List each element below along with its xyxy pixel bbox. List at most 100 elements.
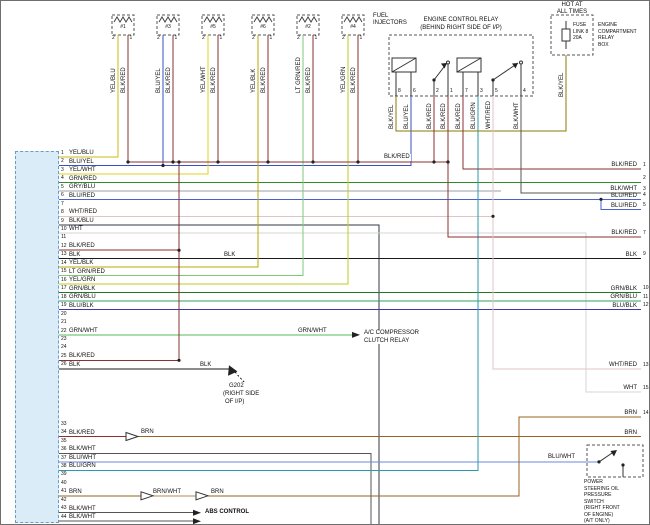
ecm-connector-block (15, 151, 59, 523)
ac-relay-note: A/C COMPRESSOR (363, 330, 421, 337)
fuse-wire-label: BLK/YEL (558, 72, 565, 97)
connector-pin-number: 6 (61, 192, 64, 199)
wire-label: BRN/WHT (153, 488, 181, 495)
connector-pin-number: 36 (61, 446, 67, 453)
connector-pin-number: 14 (643, 409, 649, 416)
connector-pin-number: 35 (61, 437, 67, 444)
wire-label: YEL/WHT (200, 66, 207, 93)
wire-label: BLK/WHT (513, 102, 520, 129)
connector-pin-number: 16 (61, 276, 67, 283)
wire-label: BLU/WHT (547, 453, 576, 460)
wire-label: BRN (624, 410, 637, 417)
connector-pin-number: 13 (643, 361, 649, 368)
wire-label: BLU/YEL (69, 158, 94, 165)
connector-pin-number: 38 (61, 463, 67, 469)
connector-pin-number: 4 (61, 175, 64, 182)
injector-id: #1 (120, 23, 126, 30)
wire-label: WHT/RED (609, 362, 637, 369)
connector-pin-number: 20 (61, 310, 67, 317)
ps-switch-note: (RIGHT FRONT (584, 505, 620, 511)
fuse-label: FUSE (573, 22, 587, 28)
connector-pin-number: 3 (61, 166, 64, 173)
ps-switch-note: PRESSURE (584, 492, 612, 498)
connector-pin-number: 11 (61, 234, 67, 241)
connector-pin-number: 4 (643, 192, 646, 199)
wire-label: YEL/BLU (69, 150, 94, 157)
wire-label: LT GRN/RED (69, 268, 105, 275)
wire-label: BLU/GRN (69, 463, 96, 470)
wire-label: BLU/GRN (470, 102, 477, 129)
wire-label: BLK/WHT (69, 514, 96, 521)
hot-label: ALL TIMES (556, 8, 588, 15)
connector-pin-number: 41 (61, 488, 67, 495)
wire-label: YEL/GRN (69, 277, 96, 284)
fuse-label: 20A (573, 35, 582, 41)
injector-pin-number: 2 (157, 35, 160, 41)
wire-label: BLK (625, 251, 637, 258)
wire-label: BLK/WHT (69, 446, 96, 453)
injector-pin-number: 2 (342, 35, 345, 41)
wire-label: BLK (223, 251, 237, 259)
ac-relay-note: CLUTCH RELAY (363, 337, 411, 344)
wire-label: BLK/RED (69, 353, 95, 360)
wire-label: GRN/BLU (69, 294, 96, 301)
wire-label: BLK (69, 251, 81, 258)
connector-pin-number: 18 (61, 293, 67, 300)
wire-label: BLU/WHT (69, 454, 96, 461)
connector-pin-number: 19 (61, 302, 67, 309)
wire-label: BLK/RED (305, 67, 312, 93)
wire-label: GRN/BLK (610, 285, 637, 292)
wire-label: BLK/RED (611, 230, 637, 237)
relay-box-label: RELAY (598, 35, 615, 41)
relay-pin-number: 5 (495, 87, 498, 94)
wire-label: BLK/YEL (388, 104, 395, 129)
connector-pin-number: 25 (61, 352, 67, 359)
wire-label: BLK/RED (165, 67, 172, 93)
wire-label: YEL/WHT (69, 167, 96, 174)
connector-pin-number: 23 (61, 336, 67, 343)
wire-label: YEL/BLK (69, 260, 94, 267)
wire-label: BLK/RED (260, 67, 267, 93)
injector-pin-number: 1 (314, 35, 318, 41)
connector-pin-number: 33 (61, 420, 67, 427)
wire-label: WHT/RED (485, 101, 492, 129)
connector-pin-number: 40 (61, 479, 67, 486)
wire-label: BLK/BLU (69, 217, 94, 224)
injector-pin-number: 2 (202, 35, 205, 41)
relay-pin-number: 8 (398, 87, 401, 94)
connector-pin-number: 15 (643, 384, 649, 391)
connector-pin-number: 9 (61, 217, 64, 224)
injector-id: #6 (260, 23, 266, 30)
wire-label: BRN (141, 429, 154, 435)
connector-pin-number: 34 (61, 429, 67, 436)
wire-label: BLK/RED (440, 103, 447, 129)
relay-box-label: COMPARTMENT (598, 28, 637, 35)
abs-control-note: ABS CONTROL (204, 509, 250, 516)
injector-id: #4 (350, 23, 356, 30)
wire-label: GRN/WHT (69, 327, 98, 334)
connector-pin-number: 8 (61, 209, 64, 216)
injector-pin-number: 2 (252, 35, 255, 41)
wire-label: BLK/WHT (610, 186, 637, 193)
injector-pin-number: 1 (129, 35, 133, 41)
injector-pin-number: 1 (359, 35, 363, 41)
wire-label: BLK/RED (69, 243, 95, 250)
bus-wire-label: BLK/RED (383, 154, 411, 161)
ground-location: (RIGHT SIDE (223, 391, 260, 397)
wire-label: WHT/RED (69, 209, 97, 216)
wire-label: BLU/BLK (612, 302, 637, 309)
wire-label: BLK/RED (350, 67, 357, 93)
ps-switch-note: (A/T ONLY) (584, 518, 610, 524)
injector-pin-number: 2 (112, 35, 115, 41)
wire-label: BLK/RED (426, 103, 433, 129)
wire-label: BLU/RED (610, 202, 637, 209)
wire-label: GRN/BLK (69, 285, 96, 292)
wire-label: BLK (69, 361, 81, 368)
connector-pin-number: 2 (61, 158, 64, 165)
ps-switch-note: POWER (584, 479, 603, 485)
wire-label: BRN (69, 488, 82, 495)
connector-pin-number: 11 (643, 293, 649, 300)
wire-label: WHT (69, 226, 83, 233)
connector-pin-number: 2 (643, 175, 646, 182)
